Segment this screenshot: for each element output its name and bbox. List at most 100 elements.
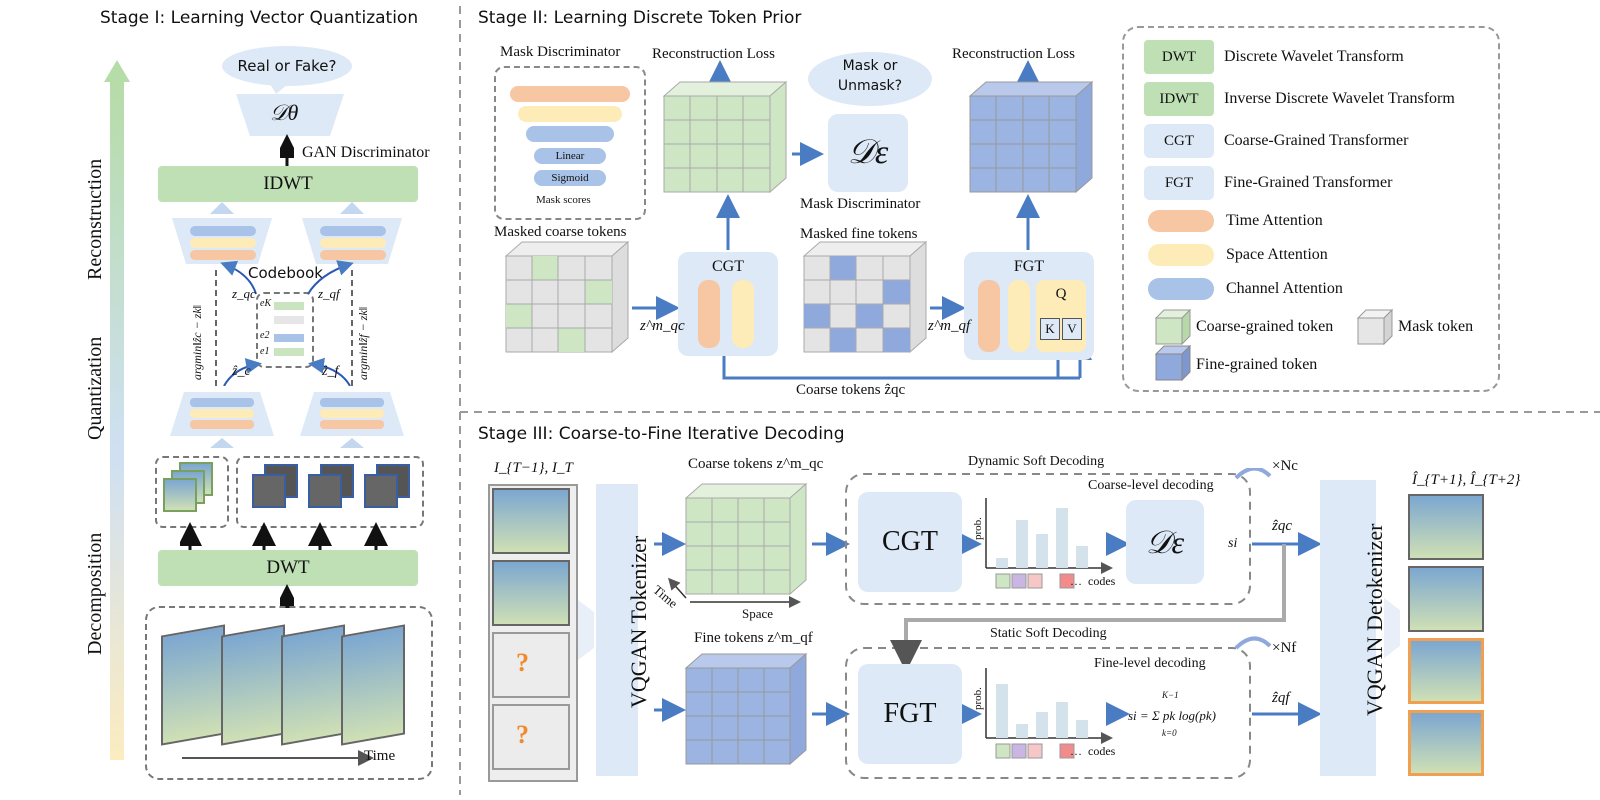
e-2-label: e2 [260, 330, 270, 341]
input-frame [492, 560, 570, 626]
detokenizer-shape [1320, 480, 1376, 776]
tokenizer-block: VQGAN Tokenizer [596, 536, 651, 720]
static-soft-label: Static Soft Decoding [990, 626, 1107, 641]
coarse-tokens-label: Coarse tokens z^m_qc [688, 456, 824, 472]
z-qc-hat-label: ẑqc [1272, 518, 1292, 534]
stage2-token-cubes [504, 60, 1094, 380]
cross-attention-block: Q K V [1036, 280, 1086, 352]
legend-time-text: Time Attention [1226, 212, 1323, 229]
mask-question-line2: Unmask? [837, 78, 903, 94]
e-k-label: eK [260, 298, 272, 309]
z-qf-hat-label: ẑqf [1272, 690, 1290, 706]
gan-arrow [280, 134, 294, 168]
fgt-block-stage3: FGT [858, 664, 962, 764]
legend-fine-text: Fine-grained token [1196, 356, 1318, 373]
space-axis-label: Space [742, 606, 774, 621]
dynamic-soft-label: Dynamic Soft Decoding [968, 454, 1105, 469]
legend-cgt-tag: CGT [1144, 124, 1214, 158]
codebook-arrows [220, 260, 354, 386]
time-attention-bar [978, 280, 1000, 352]
recon-coarse-cube [662, 80, 788, 194]
legend-fgt-tag: FGT [1144, 166, 1214, 200]
codes-label-fine: codes [1088, 744, 1116, 758]
legend-mask-cube [1356, 308, 1394, 346]
idwt-block: IDWT [158, 166, 418, 202]
codebook-entry [274, 334, 304, 342]
sigmoid-layer: Sigmoid [534, 170, 606, 186]
codes-ellipsis: … [1070, 574, 1083, 588]
sum-upper: K−1 [1162, 690, 1179, 700]
legend-mask-text: Mask token [1398, 318, 1474, 335]
tokenizer-shape [578, 484, 638, 776]
d-theta-trapezoid [236, 94, 344, 136]
space-attention-bar [732, 280, 754, 348]
high-freq-frame [364, 474, 398, 508]
legend-coarse-cube [1154, 308, 1192, 346]
output-frames-column [1408, 494, 1486, 778]
cgt-label: CGT [712, 258, 744, 275]
legend-idwt-text: Inverse Discrete Wavelet Transform [1224, 90, 1455, 107]
input-frame [341, 624, 405, 746]
legend-dwt-tag: DWT [1144, 40, 1214, 74]
time-arrow [182, 750, 374, 766]
mask-discriminator-label: Mask Discriminator [800, 196, 921, 212]
k-label: K [1040, 318, 1060, 340]
stage1-title: Stage I: Learning Vector Quantization [100, 8, 419, 28]
mask-disc-box: Linear Sigmoid Mask scores [494, 66, 646, 220]
legend-time-swatch [1148, 210, 1214, 232]
input-frame [221, 624, 285, 746]
legend-fine-cube [1154, 344, 1192, 382]
s-i-label: si [1228, 536, 1238, 551]
times-nc-label: ×Nc [1272, 458, 1298, 474]
codebook-box: eK e2 e1 [256, 292, 314, 368]
codebook-entry [274, 316, 304, 324]
z-qc-label: z_qc [232, 286, 256, 301]
legend-dwt-text: Discrete Wavelet Transform [1224, 48, 1404, 65]
codebook-entry [274, 302, 304, 310]
high-freq-frame [252, 474, 286, 508]
z-qf-label: z_qf [318, 286, 340, 301]
unknown-frame-mark: ? [516, 720, 529, 749]
time-attention-bar [698, 280, 720, 348]
unknown-frame [492, 632, 570, 698]
masked-fine-cube [802, 240, 928, 354]
mask-question-line1: Mask or [842, 58, 898, 74]
e-1-label: e1 [260, 346, 270, 357]
mask-discriminator-block: 𝒟ε [828, 114, 908, 192]
fine-token-cube [684, 652, 808, 766]
z-c-hat-label: ẑ_c [232, 364, 251, 379]
dwt-up-arrows [180, 522, 388, 550]
masked-fine-label: Masked fine tokens [800, 226, 918, 242]
codes-ellipsis: … [1070, 744, 1083, 758]
stage1-axis-labels: Reconstruction Quantization Decompositio… [84, 0, 110, 800]
legend-idwt-tag: IDWT [1144, 82, 1214, 116]
prob-axis-label-coarse: prob. [972, 517, 984, 540]
time-label: Time [364, 748, 396, 764]
legend-box: DWT Discrete Wavelet Transform IDWT Inve… [1122, 26, 1500, 392]
legend-space-text: Space Attention [1226, 246, 1328, 263]
high-freq-group [236, 456, 424, 528]
inputs-label: I_{T−1}, I_T [494, 460, 573, 476]
codes-label-coarse: codes [1088, 574, 1116, 588]
times-nf-label: ×Nf [1272, 640, 1297, 656]
z-qc-m-label: z^m_qc [640, 318, 685, 334]
gan-discriminator-label: GAN Discriminator [302, 144, 430, 161]
axis-reconstruction: Reconstruction [84, 158, 106, 280]
axis-decomposition: Decomposition [84, 532, 106, 655]
fine-level-label: Fine-level decoding [1094, 656, 1206, 671]
stage2-title: Stage II: Learning Discrete Token Prior [478, 8, 802, 28]
low-freq-group [155, 456, 229, 528]
legend-space-swatch [1148, 244, 1214, 266]
input-frame [492, 488, 570, 554]
dwt-input-arrow [280, 584, 294, 608]
codebook-entry [274, 348, 304, 356]
d-theta-label: 𝒟θ [270, 100, 299, 125]
axis-quantization: Quantization [84, 336, 106, 440]
cgt-block-stage3: CGT [858, 492, 962, 592]
v-label: V [1062, 318, 1082, 340]
q-label: Q [1055, 286, 1067, 302]
argmin-right-label: argmin‖ẑf − zk‖ [356, 306, 370, 380]
linear-layer: Linear [534, 148, 606, 164]
legend-fgt-text: Fine-Grained Transformer [1224, 174, 1393, 191]
